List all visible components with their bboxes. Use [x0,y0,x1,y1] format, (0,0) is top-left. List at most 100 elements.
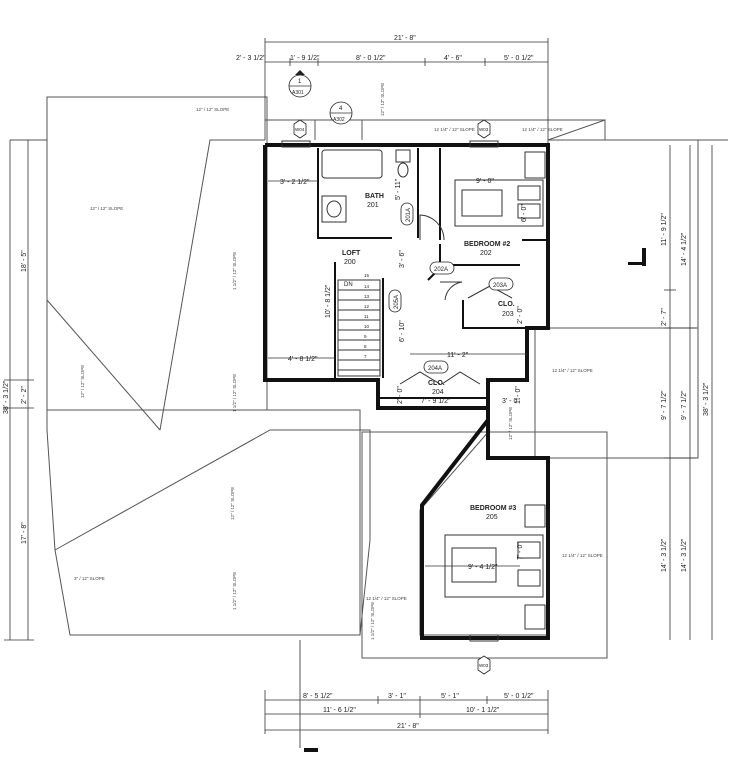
dim-left-total: 38' - 3 1/2" [3,380,10,414]
stair-tread: 8 [364,344,367,349]
section-tags: 1 A301 4 A302 [288,70,353,125]
dim-clo204-depth1: 2' - 0" [397,386,404,404]
slope-note: 1 1/2" / 12" SLOPE [232,374,237,412]
dim-left-top: 18' - 5" [21,250,28,272]
toilet-fixture [395,149,411,163]
window-tag-w03: W03 [479,127,489,132]
room-number-clo-203: 203 [502,311,514,318]
sink-fixture [326,200,342,218]
dimensions-bottom: 8' - 5 1/2" 3' - 1" 5' - 1" 5' - 0 1/2" … [264,690,549,734]
dim-left-mid: 2' - 2" [21,386,28,404]
vanity-fixture [321,195,347,223]
dim-bed3-bed-depth: 7' - 0" [517,542,524,560]
stair-tread: 9 [364,334,367,339]
dim-loft-h2: 6' - 10" [399,320,406,342]
room-number-bath: 201 [367,202,379,209]
dim-right-total: 38' - 3 1/2" [703,382,710,416]
dim-hall-gap: 1' - 0" [515,386,522,404]
section-tag-sheet: A301 [292,90,304,96]
dim-bot-1: 8' - 5 1/2" [303,693,333,700]
dim-top-left-small: 2' - 3 1/2" [236,55,266,62]
dim-bot-overall: 21' - 8" [397,723,419,730]
slope-note: 12" / 12" SLOPE [196,107,229,112]
dim-bed3-bed-width: 9' - 4 1/2" [468,564,498,571]
roof-slope-notes: 12" / 12" SLOPE 12" / 12" SLOPE 12 1/4" … [74,83,603,640]
slope-note: 12 1/4" / 12" SLOPE [522,127,563,132]
room-name-bedroom-3: BEDROOM #3 [470,505,516,512]
dim-left-bottom: 17' - 8" [21,522,28,544]
bed-202 [454,179,544,227]
dim-clo204-depth2: 3' - 0" [502,398,520,405]
door-tags: 201A 202A 203A 204A 205A [388,202,514,374]
dim-bath-width: 3' - 2 1/2" [280,179,310,186]
room-name-loft: LOFT [342,250,361,257]
dim-right-o3: 14' - 3 1/2" [681,538,688,572]
dim-right-o1: 14' - 4 1/2" [681,232,688,266]
door-tag-202a: 202A [434,267,448,273]
misc-markers [299,248,646,752]
dim-top-4: 5' - 0 1/2" [504,55,534,62]
room-name-bedroom-2: BEDROOM #2 [464,241,510,248]
stair-tread: 13 [364,294,370,299]
slope-note: 12 1/4" / 12" SLOPE [562,553,603,558]
stair-tread: 10 [364,324,370,329]
dimensions-right: 11' - 9 1/2" 2' - 7" 9' - 7 1/2" 14' - 3… [661,145,713,640]
dim-bath-depth: 5' - 11" [395,178,402,200]
dim-bot-2: 3' - 1" [388,693,406,700]
slope-note: 12" / 12" SLOPE [508,407,513,440]
dim-clo203-depth: 2' - 0" [517,306,524,324]
bathtub-fixture [321,149,383,179]
section-tag-sheet: A302 [333,117,345,123]
stair-tread: 7 [364,354,367,359]
dim-right-1: 11' - 9 1/2" [661,213,668,246]
slope-note: 12 1/4" / 12" SLOPE [366,596,407,601]
room-number-bedroom-3: 205 [486,514,498,521]
room-number-loft: 200 [344,259,356,266]
slope-note: 1 1/2" / 12" SLOPE [370,602,375,640]
walls [263,143,550,640]
room-number-clo-204: 204 [432,389,444,396]
slope-note: 12" / 12" SLOPE [90,206,123,211]
room-name-clo-203: CLO. [498,301,515,308]
slope-note: 1 1/2" / 12" SLOPE [232,572,237,610]
dim-bed2-bed-depth: 6' - 0" [521,204,528,222]
window-tags: W04 W03 W03 [281,119,499,675]
room-number-bedroom-2: 202 [480,250,492,257]
room-name-bath: BATH [365,193,384,200]
dim-right-4: 14' - 3 1/2" [661,538,668,572]
stair-tread: 14 [364,284,370,289]
stair-dn-label: DN [344,282,353,288]
slope-note: 12" / 12" SLOPE [80,365,85,398]
dim-right-2: 2' - 7" [661,308,668,326]
dim-bed2-bed-width: 9' - 0" [476,178,494,185]
dim-top-3: 4' - 6" [444,55,462,62]
stair: DN 15 14 13 12 11 10 9 8 7 [337,273,381,377]
door-tag-204a: 204A [428,366,442,372]
dim-top-overall: 21' - 8" [394,35,416,42]
stair-tread: 11 [364,314,369,319]
door-tag-201a: 201A [406,208,412,222]
dim-loft-h1: 3' - 6" [399,250,406,268]
dim-bot-6: 10' - 1 1/2" [466,707,500,714]
slope-note: 1 1/2" / 12" SLOPE [232,252,237,290]
dim-right-3: 9' - 7 1/2" [661,390,668,420]
slope-note: 12" / 12" SLOPE [230,487,235,520]
door-tag-205a: 205A [394,295,400,309]
dim-hall-width: 11' - 2" [447,352,469,359]
window-tag-w04: W04 [295,127,305,132]
room-name-clo-204: CLO. [428,380,445,387]
roof-outlines [10,96,728,659]
window-tag-w03: W03 [479,663,489,668]
stair-tread: 12 [364,304,370,309]
dimensions-top: 21' - 8" 2' - 3 1/2" 1' - 9 1/2" 8' - 0 … [236,35,549,140]
slope-note: 12" / 12" SLOPE [380,83,385,116]
dim-stair-width: 4' - 8 1/2" [288,356,318,363]
dim-stair-run: 10' - 8 1/2" [325,284,332,318]
dim-right-o2: 9' - 7 1/2" [681,390,688,420]
door-tag-203a: 203A [493,283,507,289]
slope-note: 12 1/4" / 12" SLOPE [434,127,475,132]
dim-bot-3: 5' - 1" [441,693,459,700]
section-tag-number: 4 [339,106,343,112]
slope-note: 3" / 12" SLOPE [74,576,105,581]
dim-clo204-width: 7' - 9 1/2" [421,398,451,405]
